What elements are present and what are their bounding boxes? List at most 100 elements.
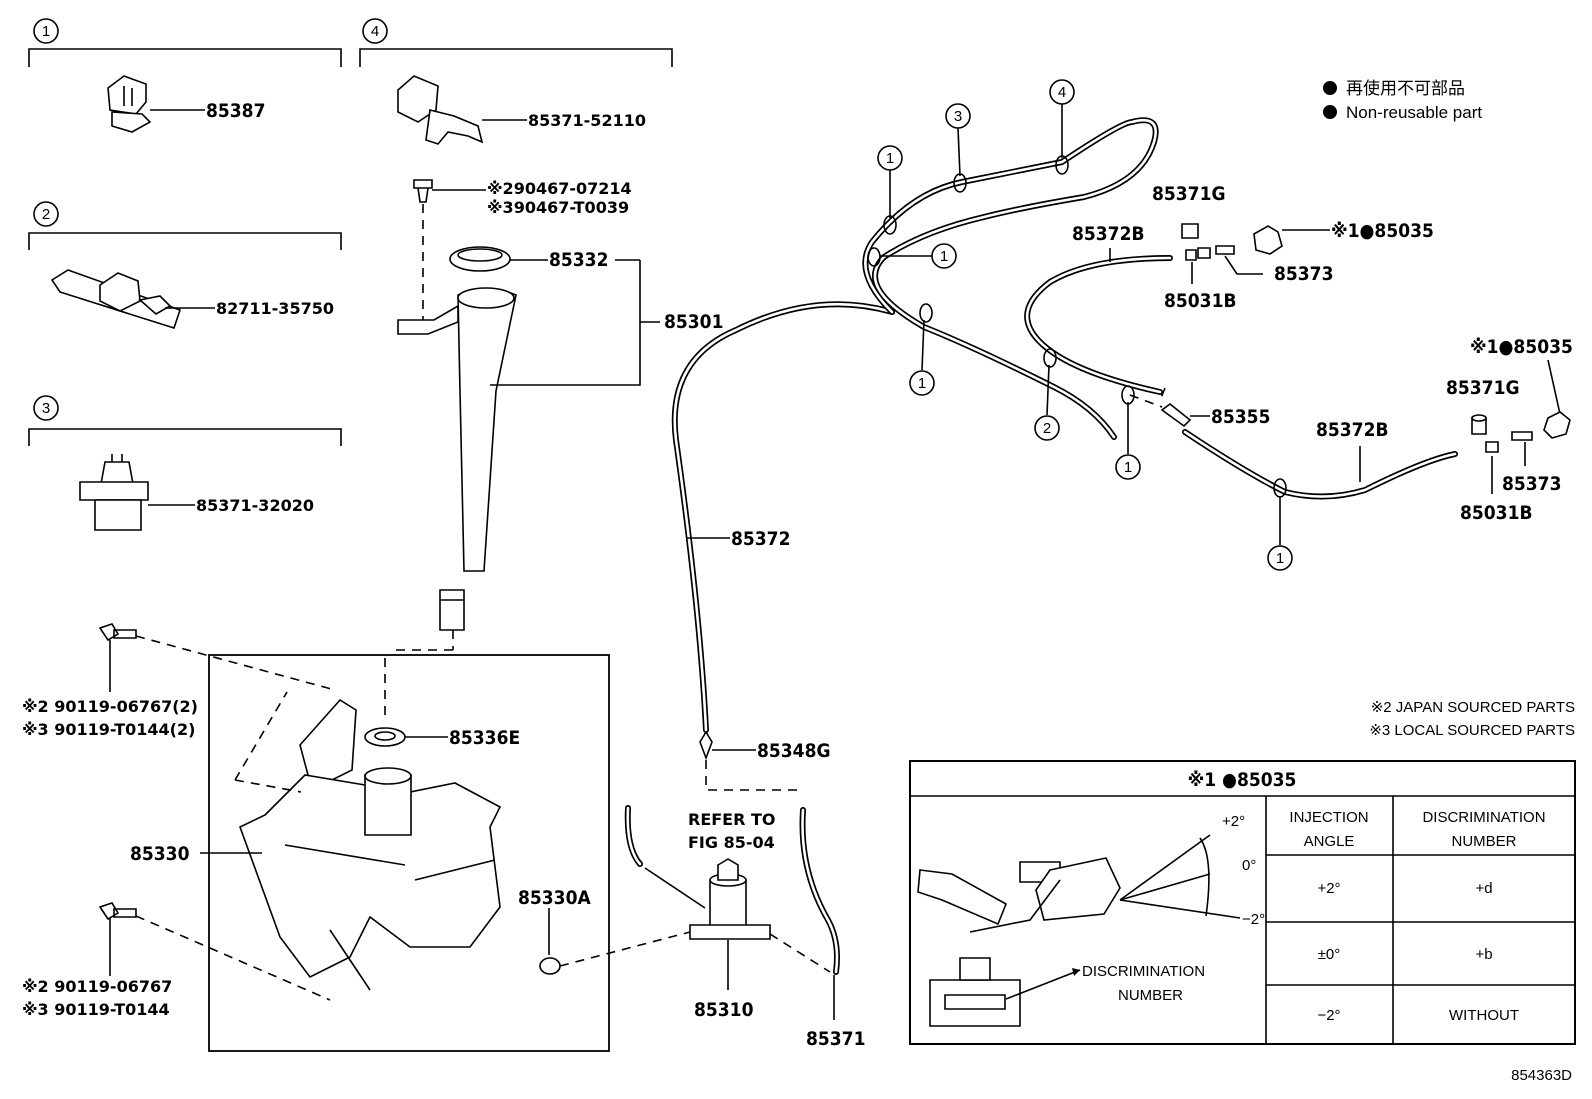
svg-text:85373: 85373 <box>1274 263 1333 285</box>
filler-neck-85301-shape <box>457 288 517 572</box>
part-82711-35750: 82711-35750 <box>216 299 334 318</box>
row-number: +b <box>1475 946 1492 963</box>
clip-section-4: 4 85371-52110 <box>359 18 673 145</box>
grommet-85336E-shape <box>364 727 406 747</box>
svg-text:※3 90119-T0144(2): ※3 90119-T0144(2) <box>22 720 195 739</box>
svg-text:2: 2 <box>42 206 50 223</box>
svg-text:REFER TO: REFER TO <box>688 810 776 829</box>
svg-text:85330: 85330 <box>130 843 190 865</box>
svg-text:4: 4 <box>371 23 379 40</box>
svg-text:85371: 85371 <box>806 1028 865 1050</box>
hose-network: 1 3 4 1 1 2 1 1 85355 <box>862 79 1458 571</box>
circle-callouts: 1 3 4 1 1 2 1 1 <box>877 79 1293 571</box>
clip-section-1: 1 85387 <box>28 18 342 133</box>
angle-minus2: −2° <box>1242 911 1265 928</box>
note-japan: ※2 JAPAN SOURCED PARTS <box>1371 699 1575 716</box>
angle-zero: 0° <box>1242 857 1256 874</box>
fig-label-1: DISCRIMINATION <box>1082 963 1205 980</box>
neck-bracket <box>397 304 459 335</box>
svg-text:85031B: 85031B <box>1164 290 1237 312</box>
svg-text:85031B: 85031B <box>1460 502 1533 524</box>
svg-text:85371G: 85371G <box>1446 377 1520 399</box>
svg-text:85332: 85332 <box>549 249 608 271</box>
row-number: +d <box>1475 880 1492 897</box>
svg-text:85355: 85355 <box>1211 406 1270 428</box>
svg-text:※290467-07214: ※290467-07214 <box>487 179 632 198</box>
part-85387: 85387 <box>206 100 265 122</box>
svg-text:※2 90119-06767(2): ※2 90119-06767(2) <box>22 697 198 716</box>
svg-text:2: 2 <box>1043 420 1051 437</box>
svg-text:1: 1 <box>1276 550 1284 567</box>
svg-text:※3 90119-T0144: ※3 90119-T0144 <box>22 1000 170 1019</box>
svg-text:85330A: 85330A <box>518 887 591 909</box>
svg-text:1: 1 <box>1124 459 1132 476</box>
clip-82711-shape <box>50 269 182 329</box>
svg-text:1: 1 <box>886 150 894 167</box>
row-angle: ±0° <box>1318 946 1341 963</box>
svg-text:1: 1 <box>940 248 948 265</box>
col-discrim-1: DISCRIMINATION <box>1422 809 1545 826</box>
svg-text:85373: 85373 <box>1502 473 1561 495</box>
figure-id: 854363D <box>1511 1067 1572 1084</box>
reservoir-85330-shape <box>239 698 502 991</box>
svg-text:85372B: 85372B <box>1316 419 1389 441</box>
svg-text:85371G: 85371G <box>1152 183 1226 205</box>
svg-text:4: 4 <box>1058 84 1066 101</box>
screw-90467-shape <box>413 179 433 203</box>
svg-text:3: 3 <box>42 400 50 417</box>
svg-text:1: 1 <box>918 375 926 392</box>
svg-text:FIG 85-04: FIG 85-04 <box>688 833 775 852</box>
nozzle-cluster-upper: 85371G 85372B 85031B 85373 ※1●85035 <box>1072 183 1434 312</box>
fig-label-2: NUMBER <box>1118 987 1183 1004</box>
hose-refer: REFER TO FIG 85-04 <box>624 805 776 909</box>
hose-85372: 85372 <box>671 301 895 733</box>
svg-text:※390467-T0039: ※390467-T0039 <box>487 198 629 217</box>
legend-jp: 再使用不可部品 <box>1346 78 1465 98</box>
part-85371-32020: 85371-32020 <box>196 496 314 515</box>
nozzle-angle-figure: +2° 0° −2° DISCRIMINATION NUMBER <box>917 813 1265 1027</box>
svg-text:※1●85035: ※1●85035 <box>1470 336 1573 358</box>
bullet-icon <box>1323 105 1337 119</box>
tank-box: 85336E 85330 85330A <box>130 654 610 1052</box>
table-title: ※1 ●85035 <box>1188 769 1297 791</box>
legend: 再使用不可部品 Non-reusable part <box>1323 78 1482 122</box>
clip-section-2: 2 82711-35750 <box>28 201 342 329</box>
hose-85371-lower: 85371 <box>799 807 865 1050</box>
pump-85310: 85310 <box>559 858 831 1021</box>
svg-text:85348G: 85348G <box>757 740 831 762</box>
clip-85371-52110-shape <box>397 75 484 145</box>
col-injection-2: ANGLE <box>1304 833 1355 850</box>
svg-text:※1●85035: ※1●85035 <box>1331 220 1434 242</box>
svg-text:85372: 85372 <box>731 528 790 550</box>
clip-85371-32020-shape <box>79 454 149 531</box>
row-angle: −2° <box>1317 1007 1340 1024</box>
svg-text:85336E: 85336E <box>449 727 520 749</box>
nozzle-cluster-lower: ※1●85035 85371G 85372B 85373 85031B <box>1316 336 1573 524</box>
clip-section-3: 3 85371-32020 <box>28 395 342 531</box>
angle-plus2: +2° <box>1222 813 1245 830</box>
clip-85387-shape <box>107 75 152 133</box>
row-angle: +2° <box>1317 880 1340 897</box>
cap-85332-shape <box>449 246 511 272</box>
col-injection-1: INJECTION <box>1289 809 1368 826</box>
part-85371-52110: 85371-52110 <box>528 111 646 130</box>
bolt-upper: ※2 90119-06767(2) ※3 90119-T0144(2) <box>22 623 336 739</box>
svg-text:3: 3 <box>954 108 962 125</box>
source-notes: ※2 JAPAN SOURCED PARTS ※3 LOCAL SOURCED … <box>1369 699 1575 739</box>
svg-text:1: 1 <box>42 23 50 40</box>
svg-text:85372B: 85372B <box>1072 223 1145 245</box>
check-valve-85355: 85355 <box>1129 387 1270 428</box>
filler-neck-assembly: ※290467-07214 ※390467-T0039 85332 85301 <box>394 179 723 651</box>
note-local: ※3 LOCAL SOURCED PARTS <box>1369 722 1575 739</box>
row-number: WITHOUT <box>1449 1007 1519 1024</box>
col-discrim-2: NUMBER <box>1451 833 1516 850</box>
svg-text:※2 90119-06767: ※2 90119-06767 <box>22 977 172 996</box>
legend-en: Non-reusable part <box>1346 103 1482 122</box>
discrimination-table: ※1 ●85035 INJECTION ANGLE DISCRIMINATION… <box>909 760 1576 1045</box>
bullet-icon <box>1323 81 1337 95</box>
svg-text:85301: 85301 <box>664 311 723 333</box>
joint-85348G: 85348G <box>699 730 831 791</box>
grommet-85330A-shape <box>539 957 561 975</box>
bolt-lower: ※2 90119-06767 ※3 90119-T0144 <box>22 902 331 1019</box>
